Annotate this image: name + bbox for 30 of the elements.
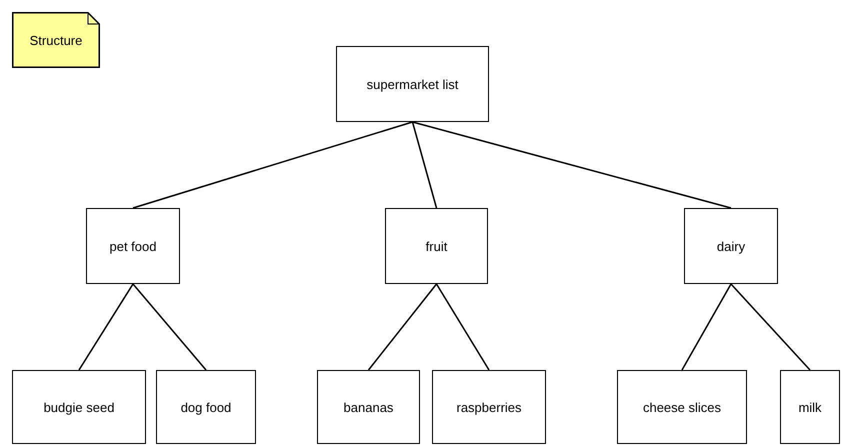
node-box <box>617 370 747 444</box>
connector-line <box>412 122 438 208</box>
connector-line <box>132 121 413 209</box>
node-label: dog food <box>180 400 232 414</box>
connector-line <box>681 284 732 370</box>
connector-line <box>78 284 134 370</box>
node-box <box>385 208 488 284</box>
node-label: pet food <box>110 238 156 254</box>
connector-line <box>730 284 811 370</box>
node-box <box>432 370 546 444</box>
connector-line <box>368 284 438 370</box>
node-label: cheese slices <box>642 400 722 414</box>
node-box <box>156 370 256 444</box>
node-box <box>684 208 778 284</box>
node-label: raspberries <box>456 400 522 414</box>
node-label: fruit <box>426 238 448 254</box>
connector-line <box>412 121 732 209</box>
node-box <box>317 370 420 444</box>
node-label: budgie seed <box>44 400 114 414</box>
node-label: supermarket list <box>366 76 458 92</box>
node-box <box>336 46 489 122</box>
connector-line <box>132 284 207 370</box>
node-label: dairy <box>716 238 746 254</box>
node-box <box>780 370 840 444</box>
connector-line <box>436 284 490 370</box>
node-label: bananas <box>344 400 394 414</box>
node-box <box>12 370 146 444</box>
node-label: Structure <box>30 32 82 48</box>
node-box <box>86 208 180 284</box>
node-label: milk <box>798 400 822 414</box>
